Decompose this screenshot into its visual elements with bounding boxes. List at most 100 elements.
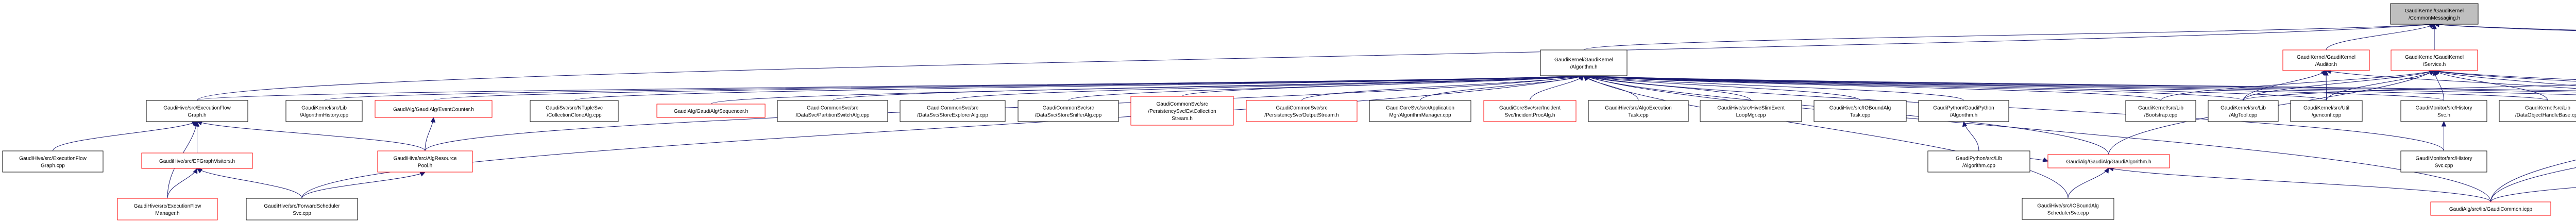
- dependency-edge: [1583, 24, 2435, 50]
- node-box: [2430, 201, 2551, 216]
- file-node[interactable]: GaudiKernel/src/Util/genconf.cpp: [2290, 100, 2363, 122]
- dependency-edge: [1583, 75, 2491, 202]
- file-node[interactable]: GaudiCommonSvc/src/PersistencySvc/EvtCol…: [1130, 96, 1234, 126]
- node-label: /Algorithm.h: [1570, 64, 1597, 70]
- node-box: [146, 100, 248, 122]
- dependency-edge: [2490, 160, 2576, 202]
- node-box: [117, 198, 218, 220]
- dependency-edge: [301, 172, 426, 199]
- file-node[interactable]: GaudiKernel/src/Lib/AlgTool.cpp: [2208, 100, 2279, 122]
- file-node[interactable]: GaudiKernel/GaudiKernel/Algorithm.h: [1540, 49, 1628, 76]
- node-box: [1814, 100, 1907, 122]
- file-node[interactable]: GaudiAlg/GaudiAlg/GaudiAlgorithm.h: [2047, 154, 2170, 168]
- dependency-edge: [1583, 75, 2244, 101]
- node-box: [2022, 198, 2114, 220]
- arrowhead-icon: [419, 172, 426, 177]
- node-label: GaudiKernel/src/Util: [2303, 106, 2349, 111]
- dependency-edge: [1583, 75, 2069, 199]
- dependency-edge: [1583, 75, 2548, 101]
- file-node[interactable]: GaudiCommonSvc/src/DataSvc/StoreExplorer…: [900, 100, 1006, 122]
- file-node[interactable]: GaudiPython/GaudiPython/Algorithm.h: [1918, 100, 2009, 122]
- arrowhead-icon: [2104, 167, 2109, 174]
- node-label: GaudiHive/src/ExecutionFlow: [163, 106, 231, 111]
- node-label: GaudiKernel/GaudiKernel: [2405, 8, 2464, 14]
- node-label: GaudiPython/src/Lib: [1956, 156, 2002, 162]
- node-label: GaudiAlg/GaudiAlg/Sequencer.h: [674, 109, 748, 114]
- file-node[interactable]: GaudiKernel/src/Lib/AlgorithmHistory.cpp: [285, 100, 363, 122]
- file-node[interactable]: GaudiKernel/src/Lib/Bootstrap.cpp: [2125, 100, 2196, 122]
- node-label: /DataSvc/PartitionSwitchAlg.cpp: [796, 113, 870, 118]
- file-node[interactable]: GaudiHive/src/EFGraphVisitors.h: [141, 152, 253, 169]
- arrowhead-icon: [2324, 70, 2329, 76]
- node-label: SchedulerSvc.cpp: [2047, 211, 2089, 216]
- node-label: Svc.h: [2437, 113, 2450, 118]
- dependency-edge: [2243, 70, 2327, 101]
- node-label: /CollectionCloneAlg.cpp: [547, 113, 602, 118]
- node-label: GaudiCoreSvc/src/Incident: [1499, 106, 1561, 111]
- node-box: [2125, 100, 2196, 122]
- node-label: GaudiKernel/GaudiKernel: [2405, 55, 2464, 60]
- root-node: GaudiKernel/GaudiKernel/CommonMessaging.…: [2390, 3, 2479, 25]
- dependency-edge: [832, 75, 1584, 101]
- node-label: GaudiHive/src/ExecutionFlow: [134, 203, 201, 209]
- file-node[interactable]: GaudiCommonSvc/src/DataSvc/StoreSnifferA…: [1018, 100, 1119, 122]
- dependency-edge: [53, 121, 197, 151]
- file-node[interactable]: GaudiCommonSvc/src/PersistencySvc/Output…: [1246, 100, 1358, 122]
- dependency-edge: [1583, 75, 2444, 151]
- dependency-edge: [2490, 167, 2576, 202]
- node-label: GaudiHive/src/IOBoundAlg: [2037, 203, 2099, 209]
- dependency-edge: [2490, 187, 2576, 202]
- node-label: Mgr/AlgorithmManager.cpp: [1389, 113, 1451, 118]
- node-label: /Algorithm.cpp: [1962, 163, 1995, 169]
- arrowhead-icon: [2441, 121, 2447, 127]
- file-node[interactable]: GaudiCoreSvc/src/IncidentSvc/IncidentPro…: [1483, 100, 1577, 122]
- node-box: [2400, 100, 2487, 122]
- node-box: [900, 100, 1006, 122]
- node-box: [2391, 49, 2478, 71]
- node-label: GaudiCommonSvc/src: [927, 106, 978, 111]
- dependency-edge: [1583, 75, 1964, 101]
- node-label: Stream.h: [1172, 116, 1193, 122]
- node-label: /CommonMessaging.h: [2409, 15, 2460, 21]
- dependency-edge: [574, 75, 1584, 101]
- file-node[interactable]: GaudiSvc/src/NTupleSvc/CollectionCloneAl…: [530, 100, 619, 122]
- node-box: [530, 100, 619, 122]
- file-node[interactable]: GaudiAlg/src/lib/GaudiCommon.icpp: [2430, 201, 2551, 216]
- file-node[interactable]: GaudiCommonSvc/src/DataSvc/PartitionSwit…: [777, 100, 888, 122]
- file-node[interactable]: GaudiAlg/GaudiAlg/Sequencer.h: [656, 104, 766, 118]
- node-label: Graph.h: [188, 113, 206, 118]
- file-node[interactable]: GaudiKernel/GaudiKernel/Service.h: [2391, 49, 2478, 71]
- node-box: [246, 198, 358, 220]
- node-label: GaudiKernel/GaudiKernel: [2297, 55, 2355, 60]
- node-label: GaudiMonitor/src/History: [2415, 156, 2472, 162]
- dependency-edge: [2434, 70, 2576, 80]
- node-box: [2290, 100, 2363, 122]
- dependency-edge: [2067, 167, 2109, 199]
- dependency-edge: [1182, 75, 1584, 97]
- node-label: /Bootstrap.cpp: [2144, 113, 2178, 118]
- file-node[interactable]: GaudiAlg/GaudiAlg/EventCounter.h: [375, 100, 493, 118]
- dependency-edge: [2243, 70, 2435, 101]
- node-label: Pool.h: [418, 163, 432, 169]
- node-box: [2282, 49, 2370, 71]
- file-node[interactable]: GaudiKernel/GaudiKernel/Auditor.h: [2282, 49, 2370, 71]
- file-node[interactable]: GaudiKernel/src/Lib/DataObjectHandleBase…: [2499, 100, 2576, 122]
- node-label: GaudiKernel/src/Lib: [2138, 106, 2183, 111]
- node-label: GaudiHive/src/IOBoundAlg: [1829, 106, 1891, 111]
- arrowhead-icon: [193, 167, 198, 174]
- file-node[interactable]: GaudiPython/src/Lib/Algorithm.cpp: [1927, 150, 2030, 173]
- node-label: /PersistencySvc/EvtCollection: [1148, 109, 1216, 114]
- file-node[interactable]: GaudiCoreSvc/src/ApplicationMgr/Algorith…: [1369, 100, 1471, 122]
